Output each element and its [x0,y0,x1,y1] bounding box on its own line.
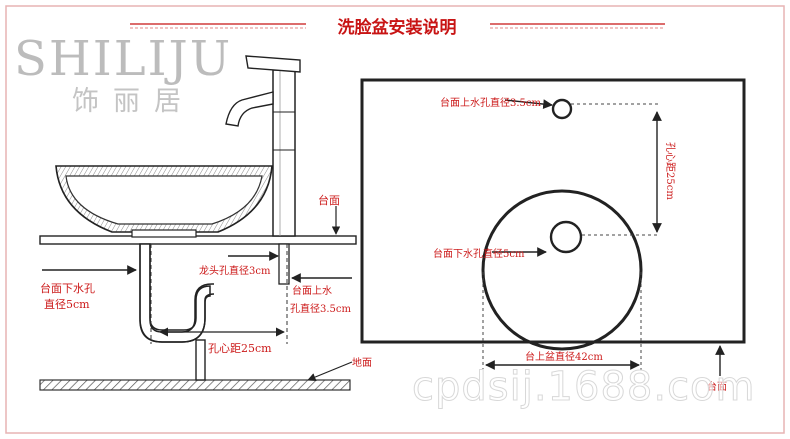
label-countertop-top: 台面 [707,380,727,393]
side-view: 台面 台面下水孔 直径5cm 龙头孔直径3cm 台面上水 孔直径3.5cm 孔心… [39,55,372,391]
label-drain-hole-dim: 直径5cm [44,297,90,311]
floor-slab [39,379,351,391]
upper-hole [551,98,573,120]
drain-hole [549,220,583,254]
countertop-top [360,78,746,344]
page-title: 洗脸盆安装说明 [338,17,457,38]
label-center-distance-side: 孔心距25cm [208,342,272,355]
label-countertop-side: 台面 [318,193,340,207]
top-view: 台面上水孔直径3.5cm 台面下水孔直径5cm 台上盆直径42cm 台面 孔心距… [360,78,746,393]
basin-outline [481,189,643,351]
title-decoration [130,23,665,29]
label-upper-hole-dim: 孔直径3.5cm [290,302,352,315]
faucet-handle [245,55,301,73]
countertop-slab [39,235,357,245]
watermark: cpdsij.1688.com [412,364,756,410]
faucet-spout [225,91,274,127]
label-center-distance-top: 孔心距25cm [664,142,676,200]
outer-frame [5,5,785,434]
brand-logo-chinese: 饰丽居 [72,86,195,117]
label-upper-hole-top: 台面上水孔直径3.5cm [440,96,542,109]
label-tap-hole: 龙头孔直径3cm [199,264,271,277]
label-upper-hole: 台面上水 [292,284,332,297]
label-drain-hole: 台面下水孔 [40,281,95,295]
faucet-body [272,69,296,237]
brand-logo-latin: SHILIJU [14,31,232,87]
label-floor: 地面 [352,356,372,369]
label-basin-diameter: 台上盆直径42cm [525,350,603,363]
label-drain-hole-top: 台面下水孔直径5cm [433,247,525,260]
